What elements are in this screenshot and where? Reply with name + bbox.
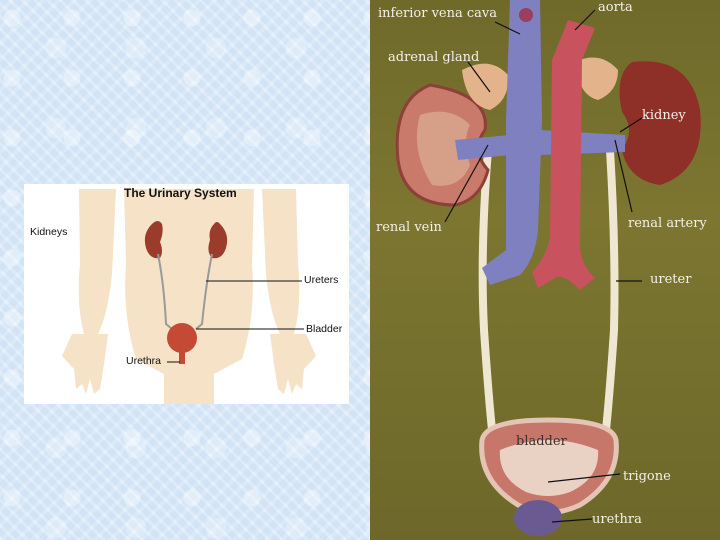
urethra-model bbox=[514, 500, 562, 536]
left-ureter-tube bbox=[478, 149, 496, 431]
vena-cava-leader bbox=[494, 21, 521, 35]
kidney-label: kidney bbox=[642, 108, 686, 123]
vena-cava-model bbox=[482, 0, 542, 285]
adrenal-leader bbox=[467, 61, 491, 93]
right-arm bbox=[262, 189, 300, 334]
renal-vein-label: renal vein bbox=[376, 220, 442, 235]
renal-vein-model bbox=[455, 135, 510, 160]
body-illustration bbox=[62, 189, 316, 404]
aorta-model bbox=[532, 20, 595, 290]
renal-artery-leader bbox=[614, 139, 633, 213]
urethra-shape bbox=[179, 352, 185, 364]
aorta-label: aorta bbox=[598, 0, 633, 15]
adrenal-gland-label: adrenal gland bbox=[388, 50, 480, 65]
right-ureter-line bbox=[195, 253, 213, 330]
ureter-label: ureter bbox=[650, 272, 692, 287]
left-hand bbox=[62, 334, 108, 394]
kidney-leader bbox=[619, 117, 643, 133]
urethra-label-photo: urethra bbox=[592, 512, 642, 527]
bladder-label-photo: bladder bbox=[516, 434, 567, 449]
right-adrenal-model bbox=[575, 57, 618, 100]
aorta-leader bbox=[574, 9, 596, 31]
ureters-label: Ureters bbox=[304, 274, 339, 286]
kidneys-label: Kidneys bbox=[30, 226, 68, 238]
vena-cava-knob bbox=[519, 8, 533, 22]
bladder-label: Bladder bbox=[306, 323, 343, 335]
right-hand bbox=[270, 334, 316, 394]
right-kidney-shape bbox=[208, 222, 228, 259]
renal-vein-leader bbox=[444, 144, 489, 223]
urethra-label: Urethra bbox=[126, 355, 162, 367]
left-kidney-interior bbox=[416, 111, 470, 186]
torso-shape bbox=[124, 189, 254, 404]
inferior-vena-cava-label: inferior vena cava bbox=[378, 6, 497, 21]
trigone-leader bbox=[547, 473, 621, 483]
model-illustration bbox=[395, 0, 701, 536]
left-ureter-line bbox=[157, 253, 173, 330]
urinary-system-diagram: The Urinary System Kidneys Ureters Bladd… bbox=[24, 184, 349, 404]
trigone-label: trigone bbox=[623, 469, 671, 484]
right-ureter-tube bbox=[602, 149, 619, 431]
anatomy-model-photo: inferior vena cava aorta adrenal gland k… bbox=[370, 0, 720, 540]
bladder-interior bbox=[499, 440, 599, 496]
diagram-title: The Urinary System bbox=[124, 186, 237, 200]
left-kidney-shape bbox=[144, 221, 163, 259]
renal-artery-label: renal artery bbox=[628, 216, 707, 231]
bladder-shape bbox=[167, 323, 197, 353]
left-adrenal-model bbox=[462, 63, 509, 110]
right-kidney-model bbox=[619, 61, 701, 185]
left-arm bbox=[78, 189, 116, 334]
urethra-leader-photo bbox=[551, 518, 593, 523]
